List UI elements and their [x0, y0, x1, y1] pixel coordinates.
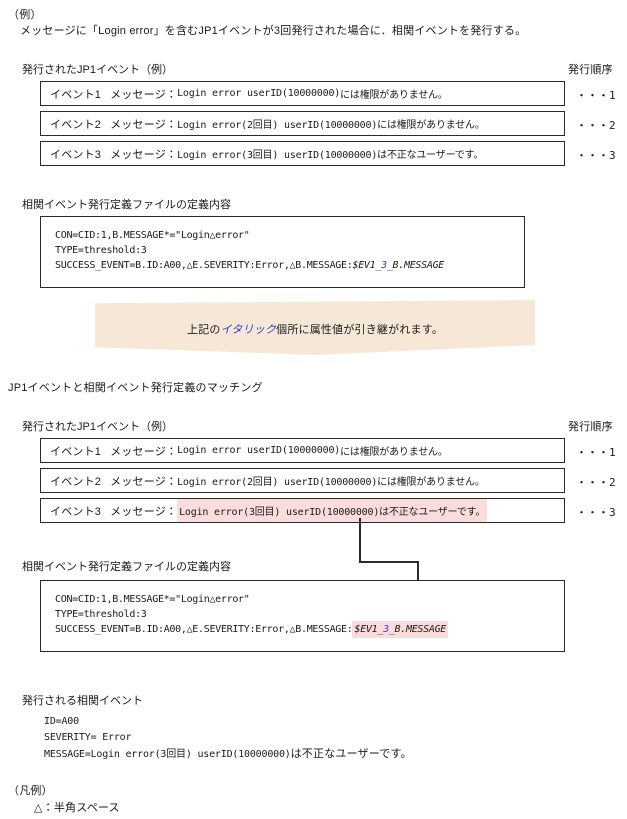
section2-event-row-3: イベント3 メッセージ： Login error(3回目) userID(100… [40, 498, 565, 523]
event-name: イベント3 [50, 148, 102, 161]
definition-line-3: SUCCESS_EVENT=B.ID:A00,△E.SEVERITY:Error… [55, 258, 444, 273]
section1-event-row-3: イベント3 メッセージ： Login error(3回目) userID(100… [40, 141, 565, 166]
event-message-mono: Login error(2回目) userID(10000000) [177, 120, 378, 131]
legend-title: （凡例） [8, 785, 53, 797]
section1-event-row-2: イベント2 メッセージ： Login error(2回目) userID(100… [40, 111, 565, 136]
section1-event-row-1: イベント1 メッセージ： Login error userID(10000000… [40, 81, 565, 106]
section1-events-caption: 発行されたJP1イベント（例） [22, 64, 173, 76]
section1-order-1: ・・・1 [576, 89, 616, 102]
event-name: イベント3 [50, 505, 102, 518]
event-message-jp: には権限がありません。 [340, 447, 448, 458]
section2-event-row-1: イベント1 メッセージ： Login error userID(10000000… [40, 438, 565, 463]
definition-line-1: CON=CID:1,B.MESSAGE*="Login△error" [55, 594, 250, 605]
issued-event-severity: SEVERITY= Error [44, 732, 132, 743]
event-message-mono: Login error userID(10000000) [177, 88, 341, 99]
note-text-italic: イタリック [220, 324, 277, 336]
event-message-jp: には権限がありません。 [377, 120, 485, 131]
section2-events-caption: 発行されたJP1イベント（例） [22, 421, 173, 433]
definition-line-3-prefix: SUCCESS_EVENT=B.ID:A00,△E.SEVERITY:Error… [55, 260, 353, 271]
definition-variable-prefix: $EV1_ [352, 260, 382, 271]
legend-entry: △：半角スペース [34, 802, 120, 814]
example-description: メッセージに「Login error」を含むJP1イベントが3回発行された場合に… [20, 25, 527, 37]
event-message-label: メッセージ： [110, 475, 178, 488]
event-message-label: メッセージ： [110, 148, 178, 161]
note-text-after: 個所に属性値が引き継がれます。 [276, 324, 444, 336]
inherited-variable-highlight: $EV1_3_B.MESSAGE [352, 621, 449, 638]
definition-line-3: SUCCESS_EVENT=B.ID:A00,△E.SEVERITY:Error… [55, 621, 449, 638]
issued-event-message: MESSAGE=Login error(3回目) userID(10000000… [44, 746, 412, 763]
section2-event-row-2: イベント2 メッセージ： Login error(2回目) userID(100… [40, 468, 565, 493]
definition-variable-suffix: _B.MESSAGE [388, 624, 447, 635]
event-message-label: メッセージ： [110, 88, 178, 101]
matched-message-highlight: Login error(3回目) userID(10000000)は不正なユーザ… [177, 499, 488, 522]
section1-order-3: ・・・3 [576, 149, 616, 162]
section2-definition-caption: 相関イベント発行定義ファイルの定義内容 [22, 561, 231, 573]
section2-order-3: ・・・3 [576, 506, 616, 519]
event-name: イベント2 [50, 475, 102, 488]
event-name: イベント1 [50, 445, 102, 458]
definition-variable-index: 3 [381, 260, 387, 271]
definition-line-2: TYPE=threshold:3 [55, 245, 147, 256]
issued-message-mono: MESSAGE=Login error(3回目) userID(10000000… [44, 749, 291, 760]
event-message-label: メッセージ： [110, 505, 178, 518]
section1-definition-box: CON=CID:1,B.MESSAGE*="Login△error" TYPE=… [40, 216, 525, 288]
event-message-mono: Login error userID(10000000) [177, 445, 341, 456]
event-name: イベント1 [50, 88, 102, 101]
section2-order-header: 発行順序 [568, 421, 613, 433]
issued-event-id: ID=A00 [44, 716, 79, 727]
event-message-jp: には権限がありません。 [377, 477, 485, 488]
event-message-jp: は不正なユーザーです。 [379, 506, 486, 518]
section2-order-2: ・・・2 [576, 476, 616, 489]
inheritance-note-text: 上記のイタリック個所に属性値が引き継がれます。 [95, 321, 535, 337]
definition-variable-prefix: $EV1_ [354, 624, 384, 635]
note-text-before: 上記の [186, 324, 221, 336]
example-label: （例） [8, 9, 42, 21]
section2-heading: JP1イベントと相関イベント発行定義のマッチング [8, 382, 263, 394]
definition-line-3-prefix: SUCCESS_EVENT=B.ID:A00,△E.SEVERITY:Error… [55, 624, 353, 635]
definition-variable-index: 3 [383, 624, 389, 635]
definition-line-2: TYPE=threshold:3 [55, 609, 147, 620]
event-message-jp: には権限がありません。 [340, 90, 448, 101]
event-message-label: メッセージ： [110, 445, 178, 458]
definition-line-1: CON=CID:1,B.MESSAGE*="Login△error" [55, 230, 250, 241]
section1-order-header: 発行順序 [568, 64, 613, 76]
event-message-label: メッセージ： [110, 118, 178, 131]
event-message-mono: Login error(3回目) userID(10000000) [179, 506, 380, 518]
section1-definition-caption: 相関イベント発行定義ファイルの定義内容 [22, 199, 231, 211]
issued-message-jp: は不正なユーザーです。 [290, 748, 412, 760]
section2-definition-box: CON=CID:1,B.MESSAGE*="Login△error" TYPE=… [40, 580, 565, 652]
section2-order-1: ・・・1 [576, 446, 616, 459]
inheritance-note-banner: 上記のイタリック個所に属性値が引き継がれます。 [95, 300, 535, 355]
event-message-jp: は不正なユーザーです。 [377, 150, 484, 161]
event-message-mono: Login error(3回目) userID(10000000) [177, 150, 378, 161]
section3-caption: 発行される相関イベント [22, 695, 143, 707]
section1-order-2: ・・・2 [576, 119, 616, 132]
event-name: イベント2 [50, 118, 102, 131]
definition-variable-suffix: _B.MESSAGE [386, 260, 445, 271]
issued-event-details: ID=A00 SEVERITY= Error MESSAGE=Login err… [44, 714, 412, 763]
event-message-mono: Login error(2回目) userID(10000000) [177, 477, 378, 488]
